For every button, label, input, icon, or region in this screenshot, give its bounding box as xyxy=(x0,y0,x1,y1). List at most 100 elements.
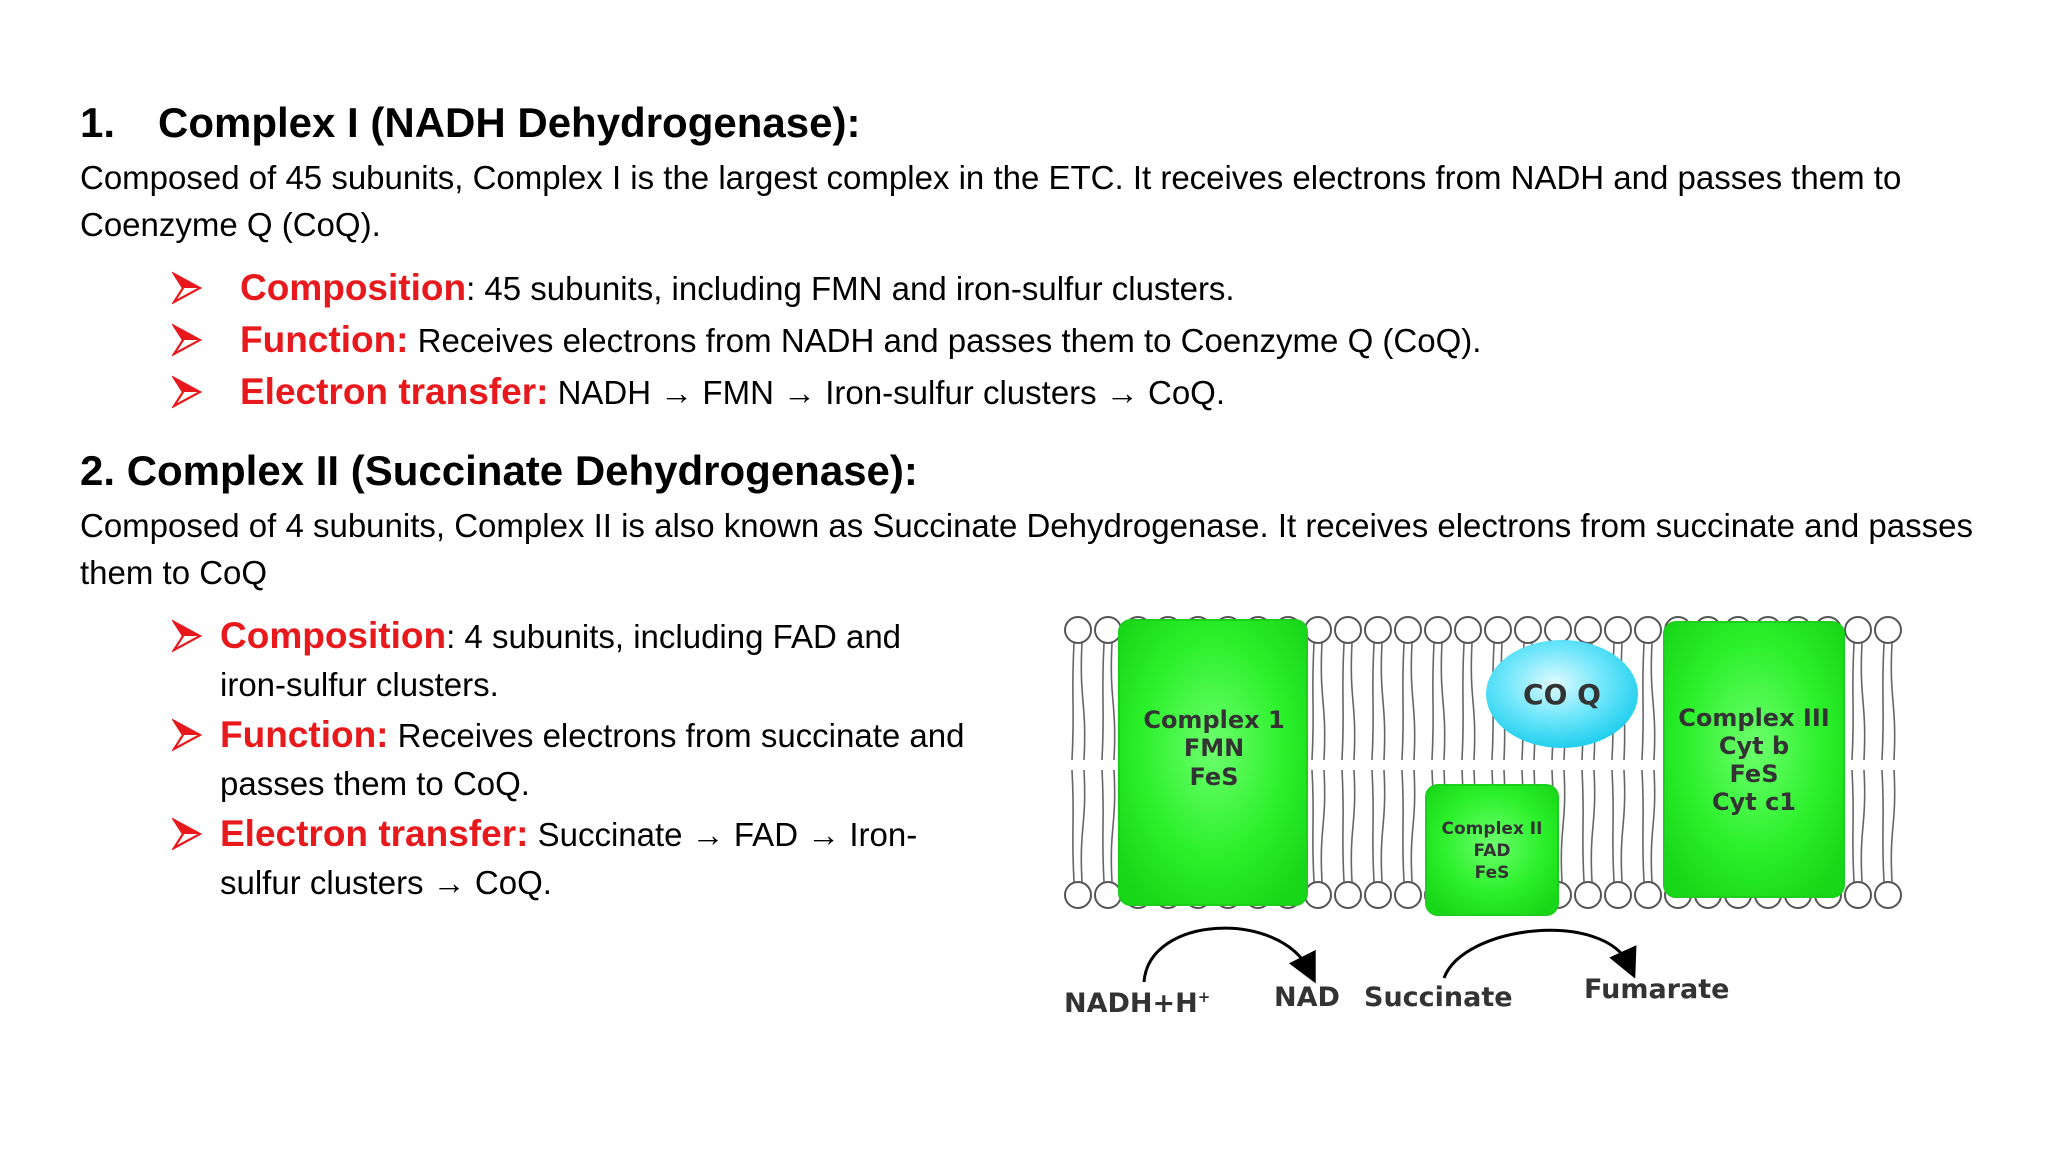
lipid-head xyxy=(1094,881,1122,909)
lipid-tail xyxy=(1650,769,1656,883)
lipid-tail xyxy=(1881,642,1885,761)
lipid-head xyxy=(1574,881,1602,909)
coq-label: CO Q xyxy=(1523,678,1601,711)
complex-3-fes-label: FeS xyxy=(1730,760,1779,788)
lipid-tail xyxy=(1620,769,1626,883)
complex-2-label: Complex II xyxy=(1442,819,1543,839)
arrowhead-bullet-icon xyxy=(172,323,202,357)
succinate-to-fumarate-arrow xyxy=(1442,928,1637,979)
lipid-tail xyxy=(1371,642,1375,761)
lipid-tail xyxy=(1311,642,1315,761)
lipid-tail xyxy=(1890,642,1896,761)
lipid-tail xyxy=(1401,769,1405,883)
section1-number: 1. xyxy=(80,99,116,146)
lipid-tail xyxy=(1311,769,1315,883)
lipid-tail xyxy=(1350,642,1356,761)
list-item: Function: Receives electrons from succin… xyxy=(172,711,972,808)
lipid-tail xyxy=(1071,642,1075,761)
bullet-term: Composition xyxy=(240,267,467,308)
lipid-head xyxy=(1604,616,1632,644)
lipid-head xyxy=(1424,616,1452,644)
complex-3-block: Complex III Cyt b FeS Cyt c1 xyxy=(1663,621,1845,898)
complex-1-fmn-label: FMN xyxy=(1184,734,1244,762)
arrowhead-bullet-icon xyxy=(172,718,202,752)
lipid-tail xyxy=(1581,769,1585,883)
section1-intro: Composed of 45 subunits, Complex I is th… xyxy=(80,159,1902,243)
lipid-head xyxy=(1394,616,1422,644)
list-item: Electron transfer: Succinate → FAD → Iro… xyxy=(172,810,972,907)
bullet-text: Receives electrons from succinate and pa… xyxy=(220,717,965,802)
fumarate-label: Fumarate xyxy=(1584,974,1729,1005)
lipid-tail xyxy=(1371,769,1375,883)
lipid-head xyxy=(1604,881,1632,909)
nad-label: NAD xyxy=(1274,982,1340,1013)
bullet-text: Succinate → FAD → Iron-sulfur clusters →… xyxy=(220,816,918,901)
nadh-to-nad-arrow xyxy=(1142,926,1316,984)
lipid-tail xyxy=(1641,769,1645,883)
lipid-tail xyxy=(1560,769,1566,883)
complex-3-cytc1-label: Cyt c1 xyxy=(1712,788,1796,816)
lipid-tail xyxy=(1101,769,1105,883)
section2-bullet-list: Composition: 4 subunits, including FAD a… xyxy=(172,612,972,909)
complex-3-cytb-label: Cyt b xyxy=(1719,732,1789,760)
bullet-text: : 4 subunits, including FAD and iron-sul… xyxy=(220,618,902,703)
lipid-tail xyxy=(1350,769,1356,883)
lipid-tail xyxy=(1071,769,1075,883)
lipid-tail xyxy=(1641,642,1645,761)
complex-2-fes-label: FeS xyxy=(1475,863,1510,883)
lipid-tail xyxy=(1851,642,1855,761)
lipid-head xyxy=(1514,616,1542,644)
list-item: Electron transfer: NADH → FMN → Iron-sul… xyxy=(172,366,1672,418)
coq-ellipse: CO Q xyxy=(1486,640,1638,748)
arrowhead-bullet-icon xyxy=(172,375,202,409)
arrowhead-bullet-icon xyxy=(172,619,202,653)
lipid-tail xyxy=(1860,769,1866,883)
bullet-text: NADH → FMN → Iron-sulfur clusters → CoQ. xyxy=(548,374,1226,411)
section1-bullet-list: Composition: 45 subunits, including FMN … xyxy=(172,262,1672,418)
lipid-tail xyxy=(1320,769,1326,883)
complex-2-fad-label: FAD xyxy=(1474,841,1511,861)
lipid-tail xyxy=(1101,642,1105,761)
lipid-tail xyxy=(1341,769,1345,883)
section1-title: Complex I (NADH Dehydrogenase): xyxy=(158,99,861,146)
bullet-term: Electron transfer: xyxy=(220,813,529,854)
lipid-head xyxy=(1844,616,1872,644)
lipid-tail xyxy=(1080,642,1086,761)
bullet-term: Electron transfer: xyxy=(240,371,549,412)
complex-1-fes-label: FeS xyxy=(1190,763,1239,791)
complex-2-block: Complex II FAD FeS xyxy=(1425,784,1559,916)
lipid-head xyxy=(1634,616,1662,644)
lipid-tail xyxy=(1380,769,1386,883)
lipid-head xyxy=(1364,881,1392,909)
lipid-tail xyxy=(1110,642,1116,761)
list-item: Function: Receives electrons from NADH a… xyxy=(172,314,1672,366)
lipid-tail xyxy=(1611,769,1615,883)
lipid-tail xyxy=(1590,769,1596,883)
bullet-text: Receives electrons from NADH and passes … xyxy=(408,322,1482,359)
bullet-text: : 45 subunits, including FMN and iron-su… xyxy=(466,270,1235,307)
bullet-term: Function: xyxy=(220,714,389,755)
lipid-head xyxy=(1334,881,1362,909)
complex-1-block: Complex 1 FMN FeS xyxy=(1118,619,1308,906)
lipid-tail xyxy=(1851,769,1855,883)
lipid-head xyxy=(1334,616,1362,644)
section2-intro: Composed of 4 subunits, Complex II is al… xyxy=(80,507,1973,591)
lipid-head xyxy=(1544,616,1572,644)
etc-membrane-diagram: Complex 1 FMN FeS CO Q Complex II FAD Fe… xyxy=(1064,616,1902,1019)
lipid-tail xyxy=(1470,642,1476,761)
lipid-tail xyxy=(1890,769,1896,883)
lipid-tail xyxy=(1440,642,1446,761)
lipid-tail xyxy=(1650,642,1656,761)
lipid-head xyxy=(1364,616,1392,644)
bullet-term: Composition xyxy=(220,615,447,656)
arrowhead-bullet-icon xyxy=(172,817,202,851)
lipid-tail xyxy=(1401,642,1405,761)
lipid-head xyxy=(1574,616,1602,644)
arrowhead-bullet-icon xyxy=(172,271,202,305)
lipid-head xyxy=(1304,881,1332,909)
succinate-label: Succinate xyxy=(1364,982,1513,1013)
lipid-tail xyxy=(1860,642,1866,761)
complex-1-label: Complex 1 xyxy=(1143,706,1284,734)
complex-3-label: Complex III xyxy=(1678,704,1829,732)
